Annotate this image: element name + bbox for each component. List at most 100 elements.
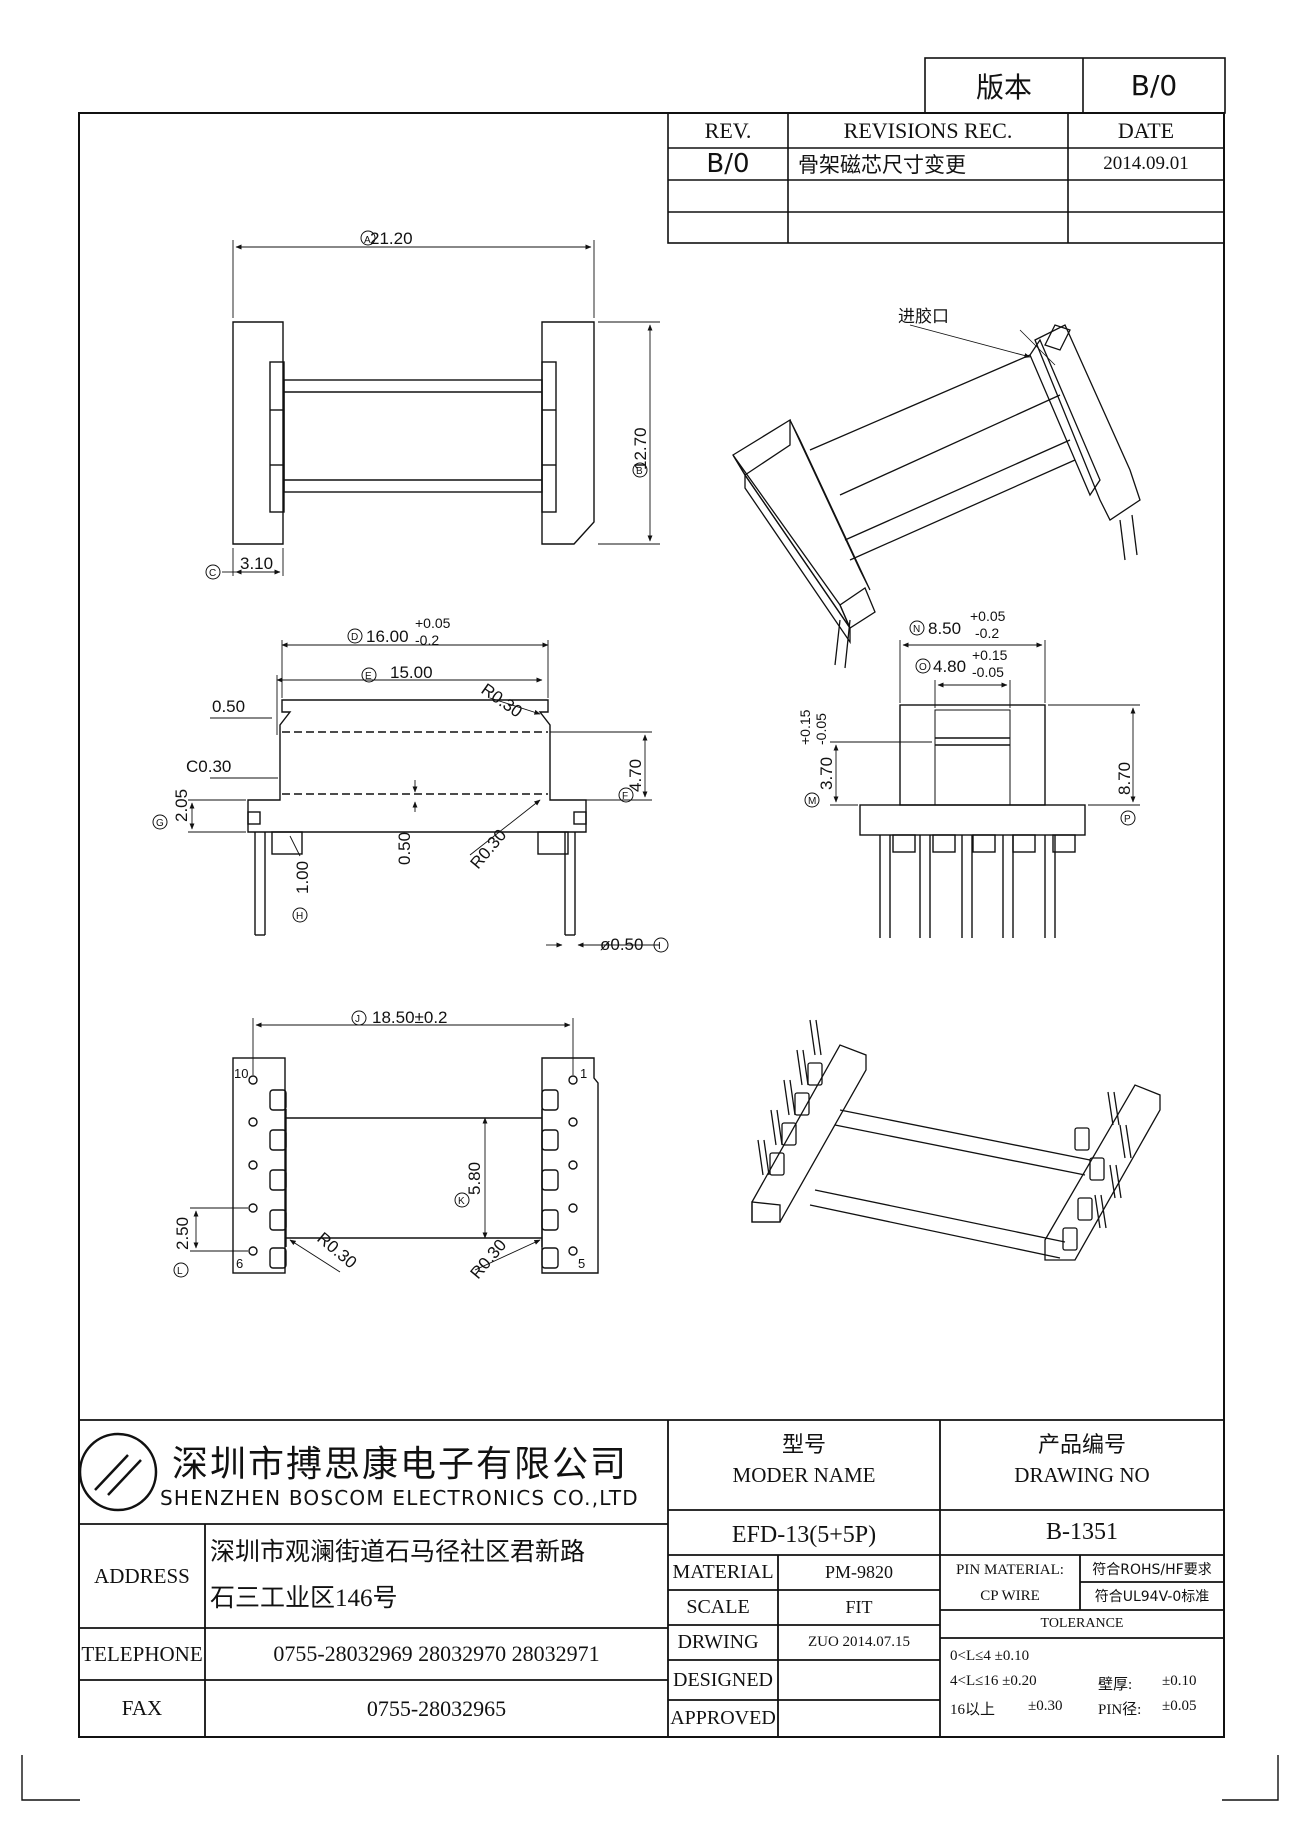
- address-line1: 深圳市观澜街道石马径社区君新路: [210, 1539, 586, 1566]
- crop-mark: [21, 1755, 80, 1801]
- note-r030-left: R0.30: [313, 1229, 360, 1273]
- dim-O-tol-plus: +0.15: [972, 647, 1008, 663]
- pin-material-v2: 符合UL94V-0标准: [1094, 1589, 1210, 1605]
- dim-N-tol-plus: +0.05: [970, 608, 1006, 624]
- model-label-cn: 型号: [781, 1433, 826, 1458]
- tolerance-row1: 0<L≤4 ±0.10: [950, 1648, 1030, 1664]
- fax-label: FAX: [121, 1696, 163, 1720]
- rev-row-date: 2014.09.01: [1103, 153, 1189, 174]
- version-value: B/0: [1130, 69, 1178, 102]
- dim-I-letter: I: [658, 941, 661, 952]
- pin-material-v1: 符合ROHS/HF要求: [1092, 1561, 1212, 1578]
- tolerance-row3a: 16以上: [950, 1702, 996, 1718]
- sheet-border: [78, 112, 1225, 1738]
- dim-M-tol-plus: +0.15: [797, 709, 813, 745]
- dim-N-letter: N: [913, 624, 920, 635]
- dim-G-value: 2.05: [172, 789, 191, 822]
- tolerance-wall-value: ±0.10: [1162, 1673, 1197, 1689]
- dim-E-value: 15.00: [390, 663, 433, 682]
- pin-label-5: 5: [578, 1256, 585, 1271]
- dim-O-letter: O: [919, 662, 927, 673]
- drwing-label: DRWING: [677, 1631, 759, 1653]
- tolerance-pin-value: ±0.05: [1162, 1698, 1197, 1714]
- top-view: [222, 240, 660, 576]
- fax-value: 0755-28032965: [366, 1695, 507, 1721]
- dim-I-value: ø0.50: [600, 935, 643, 954]
- revisions-table: [667, 57, 1226, 244]
- rev-date-header: DATE: [1117, 117, 1175, 143]
- tolerance-row3b: ±0.30: [1028, 1698, 1063, 1714]
- company-logo-icon: [78, 1432, 158, 1512]
- drawing-no-label-cn: 产品编号: [1037, 1433, 1126, 1458]
- note-050-vertical: 0.50: [395, 832, 414, 865]
- dim-J-value: 18.50±0.2: [372, 1008, 448, 1027]
- pin-material-label1: PIN MATERIAL:: [956, 1561, 1064, 1578]
- dim-K-value: 5.80: [465, 1162, 484, 1195]
- tolerance-wall-label: 壁厚:: [1098, 1677, 1133, 1693]
- dim-D-tol-minus: -0.2: [415, 632, 439, 648]
- crop-mark: [1222, 1755, 1279, 1801]
- dim-D-value: 16.00: [366, 627, 409, 646]
- dim-N-value: 8.50: [928, 619, 961, 638]
- iso-view-1: [732, 324, 1141, 669]
- material-value: PM-9820: [824, 1562, 893, 1582]
- dim-G-letter: G: [156, 818, 164, 829]
- pin-label-6: 6: [236, 1256, 243, 1271]
- model-label-en: MODER NAME: [732, 1462, 876, 1487]
- rev-header: REV.: [704, 117, 752, 143]
- dim-P-letter: P: [1124, 814, 1131, 825]
- drawing-no-value: B-1351: [1046, 1519, 1118, 1545]
- address-label: ADDRESS: [94, 1563, 190, 1588]
- dim-C-letter: C: [209, 568, 216, 579]
- dim-O-value: 4.80: [933, 657, 966, 676]
- company-name-en: SHENZHEN BOSCOM ELECTRONICS CO.,LTD: [160, 1486, 639, 1510]
- approved-label: APPROVED: [670, 1707, 776, 1729]
- iso-view-2: [751, 1019, 1161, 1261]
- version-label: 版本: [975, 70, 1032, 104]
- note-c030: C0.30: [186, 757, 231, 776]
- dim-L-letter: L: [177, 1266, 183, 1277]
- dim-D-tol-plus: +0.05: [415, 615, 451, 631]
- model-value: EFD-13(5+5P): [731, 1521, 877, 1548]
- bottom-view: [190, 1018, 599, 1274]
- dim-E-letter: E: [365, 671, 372, 682]
- rev-row-rec: 骨架磁芯尺寸变更: [798, 153, 966, 177]
- company-name-cn: 深圳市搏思康电子有限公司: [172, 1444, 629, 1484]
- dim-F-value: 4.70: [626, 759, 645, 792]
- dim-M-letter: M: [808, 796, 816, 807]
- tolerance-label: TOLERANCE: [1040, 1616, 1124, 1631]
- title-block: [79, 1419, 1224, 1737]
- dim-P-value: 8.70: [1115, 762, 1134, 795]
- dim-M-value: 3.70: [817, 757, 836, 790]
- rev-rec-header: REVISIONS REC.: [843, 117, 1013, 143]
- tolerance-pin-label: PIN径:: [1098, 1702, 1142, 1718]
- dim-H-value: 1.00: [293, 861, 312, 894]
- pin-label-1: 1: [580, 1066, 587, 1081]
- dim-B-letter: B: [636, 466, 643, 477]
- dim-D-letter: D: [351, 632, 358, 643]
- telephone-label: TELEPHONE: [81, 1641, 203, 1666]
- dim-C-value: 3.10: [240, 554, 273, 573]
- dimension-labels: 21.20 A 12.70 B 3.10 C D 16.00 +0.05 -0.…: [152, 229, 1136, 1283]
- telephone-value: 0755-28032969 28032970 28032971: [273, 1641, 600, 1666]
- dim-A-value: 21.20: [370, 229, 413, 248]
- drwing-value: ZUO 2014.07.15: [807, 1634, 911, 1650]
- address-line2: 石三工业区146号: [210, 1585, 398, 1612]
- scale-value: FIT: [845, 1597, 873, 1617]
- material-label: MATERIAL: [672, 1561, 774, 1583]
- pin-material-label2: CP WIRE: [980, 1587, 1040, 1604]
- designed-label: DESIGNED: [673, 1668, 773, 1691]
- dim-B-value: 12.70: [631, 427, 650, 470]
- dim-M-tol-minus: -0.05: [813, 713, 829, 745]
- tolerance-row2: 4<L≤16 ±0.20: [950, 1673, 1037, 1689]
- dim-L-value: 2.50: [173, 1217, 192, 1250]
- drawing-no-label-en: DRAWING NO: [1014, 1462, 1150, 1487]
- rev-row-rev: B/0: [706, 149, 750, 179]
- note-r030-right: R0.30: [467, 1236, 511, 1283]
- scale-label: SCALE: [686, 1596, 750, 1618]
- dim-A-letter: A: [364, 235, 371, 246]
- dim-H-letter: H: [296, 911, 303, 922]
- dim-J-letter: J: [355, 1014, 360, 1025]
- note-gate: 进胶口: [898, 307, 949, 326]
